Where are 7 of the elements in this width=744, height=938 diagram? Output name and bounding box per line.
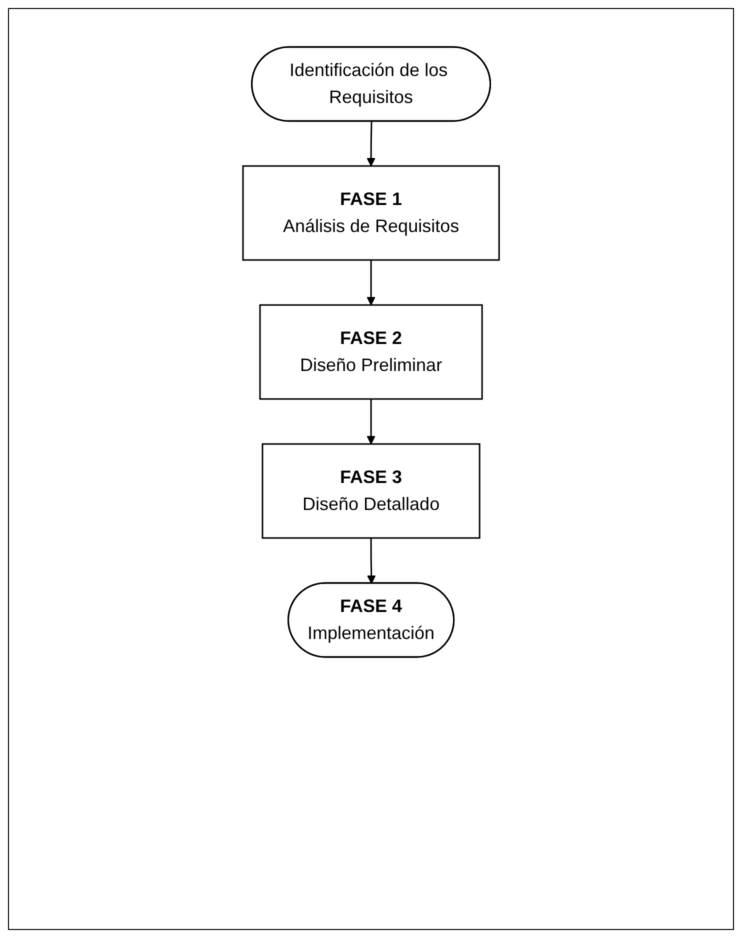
node-box: FASE 3 Diseño Detallado <box>262 443 480 539</box>
node-box: FASE 2 Diseño Preliminar <box>259 304 483 400</box>
arrow <box>366 260 376 306</box>
node-box: FASE 1 Análisis de Requisitos <box>242 165 500 261</box>
arrow <box>366 121 376 166</box>
arrow <box>366 538 376 584</box>
arrow <box>366 399 376 444</box>
